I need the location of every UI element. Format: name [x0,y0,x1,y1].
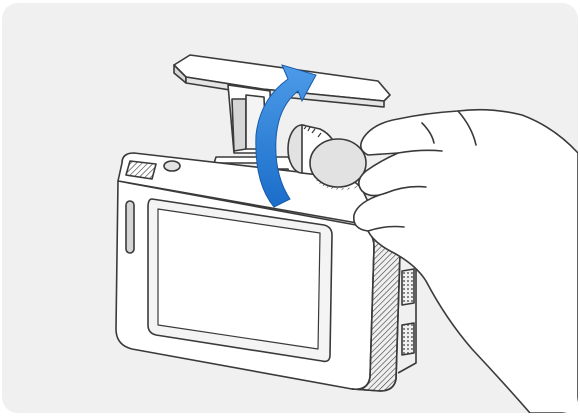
illustration-panel [2,3,578,413]
dashcam-illustration [2,3,578,413]
